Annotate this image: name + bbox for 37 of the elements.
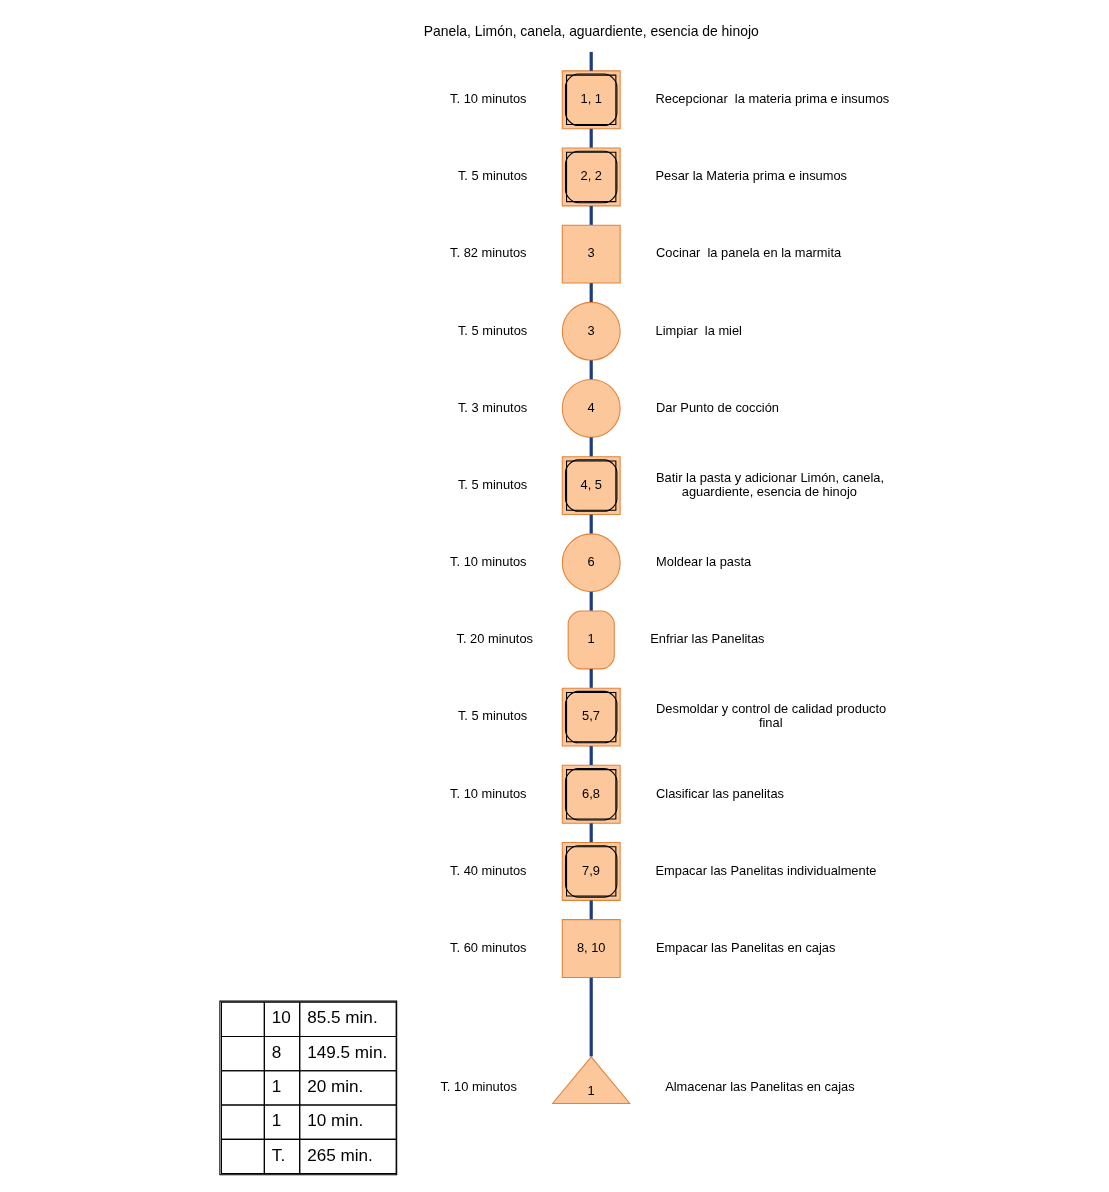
node-label: Clasificar las panelitas (656, 785, 784, 801)
label: 10 (271, 1007, 291, 1028)
node-label: T. 82 minutos (450, 245, 527, 261)
node-label: Batir la pasta y adicionar Limón, canela, aguardiente, esencia de hinojo (656, 469, 885, 499)
node-label: Cocinar la panela en la marmita (656, 245, 842, 261)
node-label: Dar Punto de cocción (656, 399, 779, 415)
node-label: Empacar las Panelitas individualmente (655, 862, 877, 878)
node-label: Pesar la Materia prima e insumos (655, 168, 848, 184)
node-label: Empacar las Panelitas en cajas (656, 939, 836, 955)
label: 265 min. (307, 1144, 373, 1165)
node-label: T. 5 minutos (457, 476, 528, 492)
label: 149.5 min. (307, 1041, 388, 1062)
label: 1 (271, 1110, 282, 1131)
label: 1 (271, 1075, 282, 1096)
node-label: Enfriar las Panelitas (650, 631, 765, 647)
node-label: T. 20 minutos (456, 631, 533, 647)
node-label: T. 3 minutos (457, 399, 528, 415)
node-label: T. 5 minutos (457, 708, 528, 724)
label: 8 (271, 1041, 282, 1062)
label: 85.5 min. (307, 1007, 378, 1028)
node-label: T. 5 minutos (457, 168, 528, 184)
node-label: T. 10 minutos (440, 1079, 517, 1095)
label: 10 min. (307, 1110, 364, 1131)
node-label: T. 60 minutos (450, 939, 527, 955)
label: T. (271, 1144, 286, 1165)
node-label: Moldear la pasta (656, 554, 752, 570)
node-label: T. 10 minutos (450, 91, 527, 107)
node-label: Recepcionar la materia prima e insumos (655, 91, 890, 107)
node-label: Desmoldar y control de calidad producto final (656, 701, 887, 731)
node-label: T. 10 minutos (450, 785, 527, 801)
node-label: T. 10 minutos (450, 554, 527, 570)
node-label: Limpiar la miel (655, 322, 742, 338)
node-label: T. 40 minutos (450, 862, 527, 878)
node-text: Panela, Limón, canela, aguardiente, esencia de hinojo (423, 22, 759, 39)
node-label: T. 5 minutos (457, 322, 528, 338)
label: 20 min. (307, 1075, 364, 1096)
node-label: Almacenar las Panelitas en cajas (665, 1079, 855, 1095)
